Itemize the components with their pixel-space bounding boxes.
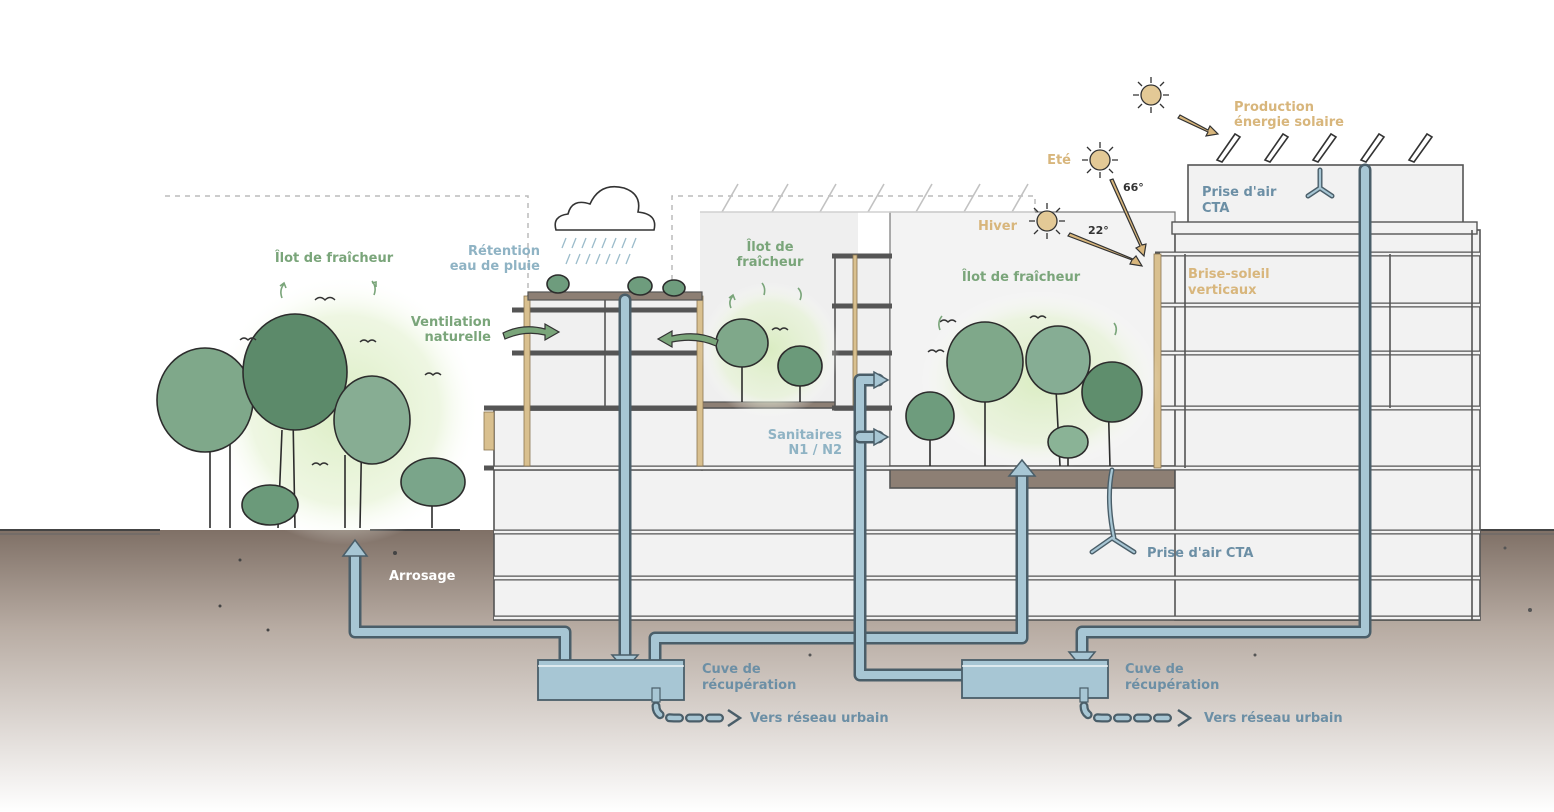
label-cuve-right-2: récupération: [1125, 678, 1219, 693]
evaporation-arrows: [279, 280, 1118, 336]
label-vers-reseau-right: Vers réseau urbain: [1204, 711, 1343, 726]
label-ete: Eté: [1047, 153, 1071, 168]
label-ilot-fraicheur-mid: Îlot de: [746, 239, 793, 255]
label-angle-winter: 22°: [1088, 224, 1109, 237]
label-brise-soleil: Brise-soleil: [1188, 267, 1270, 282]
label-ilot-fraicheur-left: Îlot de fraîcheur: [275, 250, 394, 266]
label-cuve-right: Cuve de: [1125, 662, 1184, 677]
labels: Îlot de fraîcheur Rétention eau de pluie…: [275, 100, 1344, 726]
label-cuve-left: Cuve de: [702, 662, 761, 677]
label-sanitaires-2: N1 / N2: [788, 443, 842, 458]
floor-slabs: [484, 251, 1480, 621]
solar-panel-icon: [1215, 132, 1434, 163]
label-production: Production: [1234, 100, 1314, 115]
label-brise-soleil-2: verticaux: [1188, 283, 1257, 298]
label-angle-summer: 66°: [1123, 181, 1144, 194]
bird-icon: [239, 296, 1047, 466]
ventilation-arrows: [502, 322, 719, 349]
water-pipes: [341, 163, 1372, 682]
label-ventilation: Ventilation: [411, 315, 491, 330]
label-retention: Rétention: [468, 244, 540, 259]
label-sanitaires: Sanitaires: [768, 428, 843, 443]
label-ilot-fraicheur-mid-2: fraîcheur: [737, 255, 804, 270]
label-prise-air-roof-2: CTA: [1202, 201, 1229, 216]
dashed-envelope: [165, 195, 1036, 290]
label-ventilation-2: naturelle: [425, 330, 492, 345]
label-arrosage: Arrosage: [389, 569, 456, 584]
solar-panels-back: [700, 183, 1035, 213]
label-vers-reseau-left: Vers réseau urbain: [750, 711, 889, 726]
partitions: [604, 230, 1473, 620]
label-hiver: Hiver: [978, 219, 1018, 234]
label-production-2: énergie solaire: [1234, 115, 1344, 130]
label-cuve-left-2: récupération: [702, 678, 796, 693]
cloud-icon: [554, 185, 656, 265]
label-prise-air-cta: Prise d'air CTA: [1147, 546, 1253, 561]
sun-ray-arrows: [1067, 114, 1220, 267]
tree-icon: [156, 274, 1143, 529]
label-ilot-fraicheur-patio: Îlot de fraîcheur: [962, 269, 1081, 285]
sun-icon: [1029, 77, 1169, 239]
label-prise-air-roof: Prise d'air: [1202, 185, 1277, 200]
label-retention-2: eau de pluie: [450, 259, 540, 274]
water-tank-icon: [537, 659, 1109, 703]
